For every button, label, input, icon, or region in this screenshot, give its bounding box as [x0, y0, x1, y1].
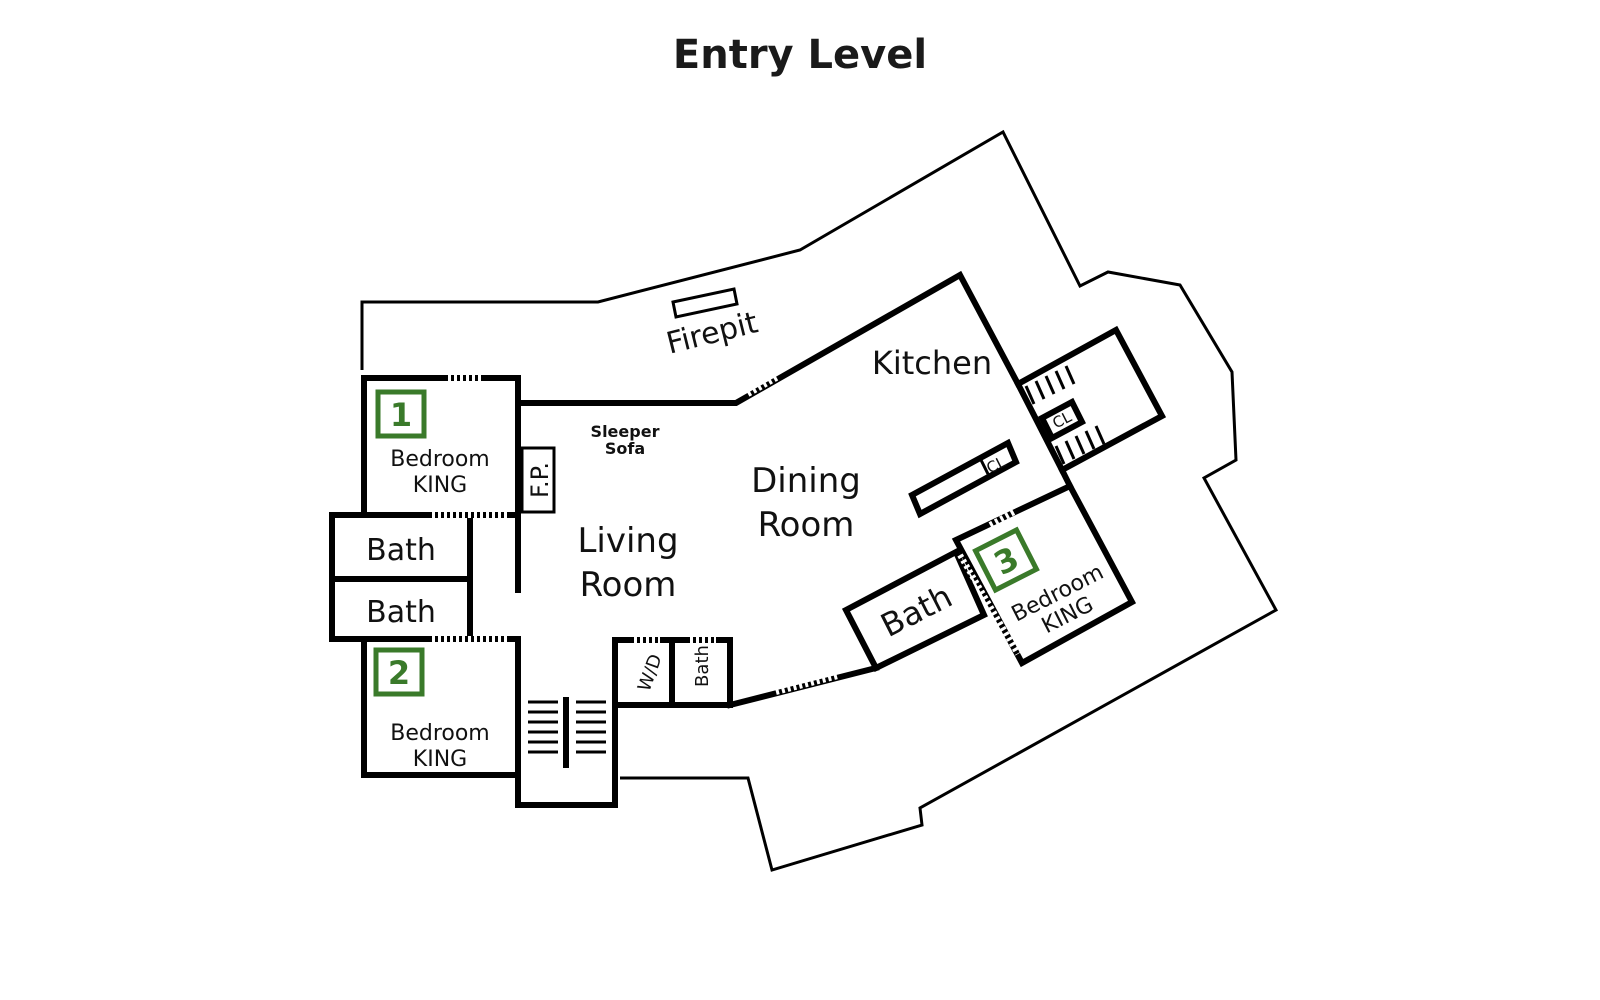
bedroom-2-label-line1: Bedroom	[390, 721, 490, 746]
wall-lower-living	[726, 664, 880, 709]
bath-lower-label: Bath	[366, 595, 436, 630]
bedroom-2-number: 2	[388, 654, 410, 692]
door-bedroom-3	[988, 509, 1016, 528]
living-room-label-line2: Room	[580, 565, 677, 605]
bedroom-1-badge	[375, 389, 427, 439]
bedroom-1-label-line2: KING	[413, 473, 467, 498]
sleeper-sofa-label-line1: Sleeper	[591, 422, 660, 441]
wall-bath-right	[841, 547, 988, 672]
kitchen-label: Kitchen	[872, 344, 992, 382]
dining-room-label-line2: Room	[758, 505, 855, 545]
stair-closet	[1038, 397, 1086, 443]
wall-stairwell	[515, 637, 733, 808]
wall-living-top	[515, 270, 1023, 406]
washer-dryer-label: W/D	[634, 652, 667, 695]
stairs-lower	[528, 697, 606, 768]
wall-bedroom-1	[361, 375, 521, 593]
bath-small-label: Bath	[692, 645, 713, 687]
firepit-pad	[671, 287, 739, 319]
bath-upper-label: Bath	[366, 533, 436, 568]
bedroom-2-badge	[373, 647, 425, 697]
kitchen-island-divider	[978, 457, 990, 475]
bedroom-3-badge	[972, 526, 1040, 594]
living-room-label-line1: Living	[577, 521, 678, 561]
bedroom-2-label-line2: KING	[413, 747, 467, 772]
dining-room-label-line1: Dining	[751, 461, 861, 501]
deck-outline	[360, 129, 1279, 872]
kitchen-island	[908, 438, 1020, 519]
bedroom-1-number: 1	[390, 396, 412, 434]
wall-kitchen-stairs	[1014, 325, 1167, 475]
page-title: Entry Level	[673, 32, 927, 78]
door-lower-deck	[775, 673, 839, 695]
fireplace-box	[520, 446, 556, 514]
door-bedroom-3-bath	[957, 553, 1021, 656]
bedroom-1-label-line1: Bedroom	[390, 447, 490, 472]
wall-bedroom-3	[951, 482, 1137, 668]
wall-kitchen-connector	[1057, 465, 1075, 491]
fireplace-label: F.P.	[526, 462, 554, 498]
stairs-kitchen	[1024, 365, 1106, 465]
firepit-label: Firepit	[663, 305, 762, 361]
sleeper-sofa-label-line2: Sofa	[605, 439, 645, 458]
